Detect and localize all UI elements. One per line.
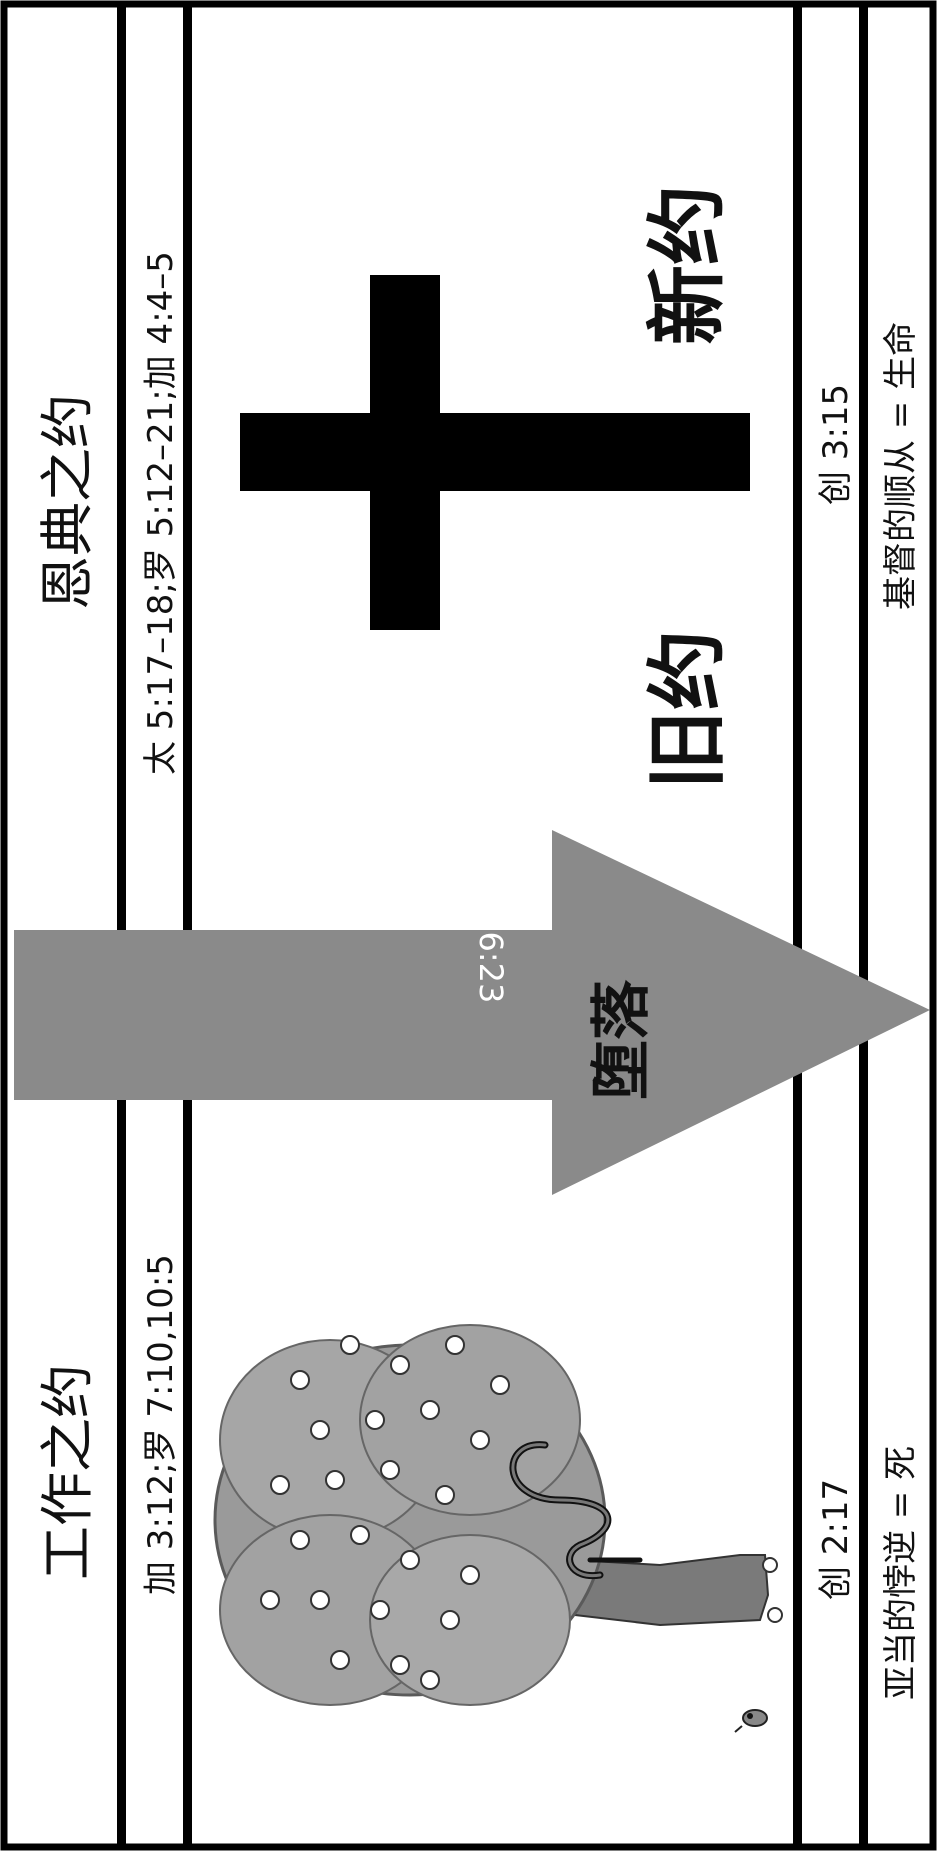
serpent-head-icon <box>734 1709 768 1733</box>
works-refs-group: 加 3:12;罗 7:10,10:5 <box>141 1254 181 1595</box>
serpent-icon <box>509 1441 643 1580</box>
divider-verse-summary <box>859 4 868 1847</box>
works-references: 加 3:12;罗 7:10,10:5 <box>141 1254 181 1595</box>
grace-summary-group: 基督的顺从 = 生命 <box>881 322 921 610</box>
works-summary-group: 亚当的悖逆 = 死 <box>881 1446 921 1700</box>
tree-of-knowledge-icon <box>213 1324 783 1706</box>
fall-label-group: 堕落 <box>587 979 657 1100</box>
works-title-group: 工作之约 <box>36 1364 99 1580</box>
works-verse-group: 创 2:17 <box>816 1479 856 1600</box>
works-summary: 亚当的悖逆 = 死 <box>881 1446 921 1700</box>
divider-main-verse <box>793 4 802 1847</box>
works-verse: 创 2:17 <box>816 1479 856 1600</box>
grace-summary: 基督的顺从 = 生命 <box>881 322 921 610</box>
old-testament-group: 旧约 <box>641 630 734 790</box>
new-testament-label: 新约 <box>641 185 734 345</box>
old-testament-label: 旧约 <box>641 630 734 790</box>
grace-title: 恩典之约 <box>36 394 99 610</box>
fall-label: 堕落 <box>587 979 657 1100</box>
divider-title-refs <box>117 4 126 1847</box>
cross-icon <box>240 275 750 630</box>
grace-references: 太 5:17–18;罗 5:12–21;加 4:4–5 <box>141 251 181 775</box>
works-title: 工作之约 <box>36 1364 99 1580</box>
grace-verse: 创 3:15 <box>816 384 856 505</box>
grace-refs-group: 太 5:17–18;罗 5:12–21;加 4:4–5 <box>141 251 181 775</box>
grace-title-group: 恩典之约 <box>36 394 99 610</box>
fall-arrow <box>14 830 930 1195</box>
grace-verse-group: 创 3:15 <box>816 384 856 505</box>
fall-refs-group: 创 3:1–7;约壹 2:15–17;罗 6:23 <box>472 535 510 1003</box>
fall-references: 创 3:1–7;约壹 2:15–17;罗 6:23 <box>472 535 510 1003</box>
divider-refs-main <box>183 4 192 1847</box>
new-testament-group: 新约 <box>641 185 734 345</box>
